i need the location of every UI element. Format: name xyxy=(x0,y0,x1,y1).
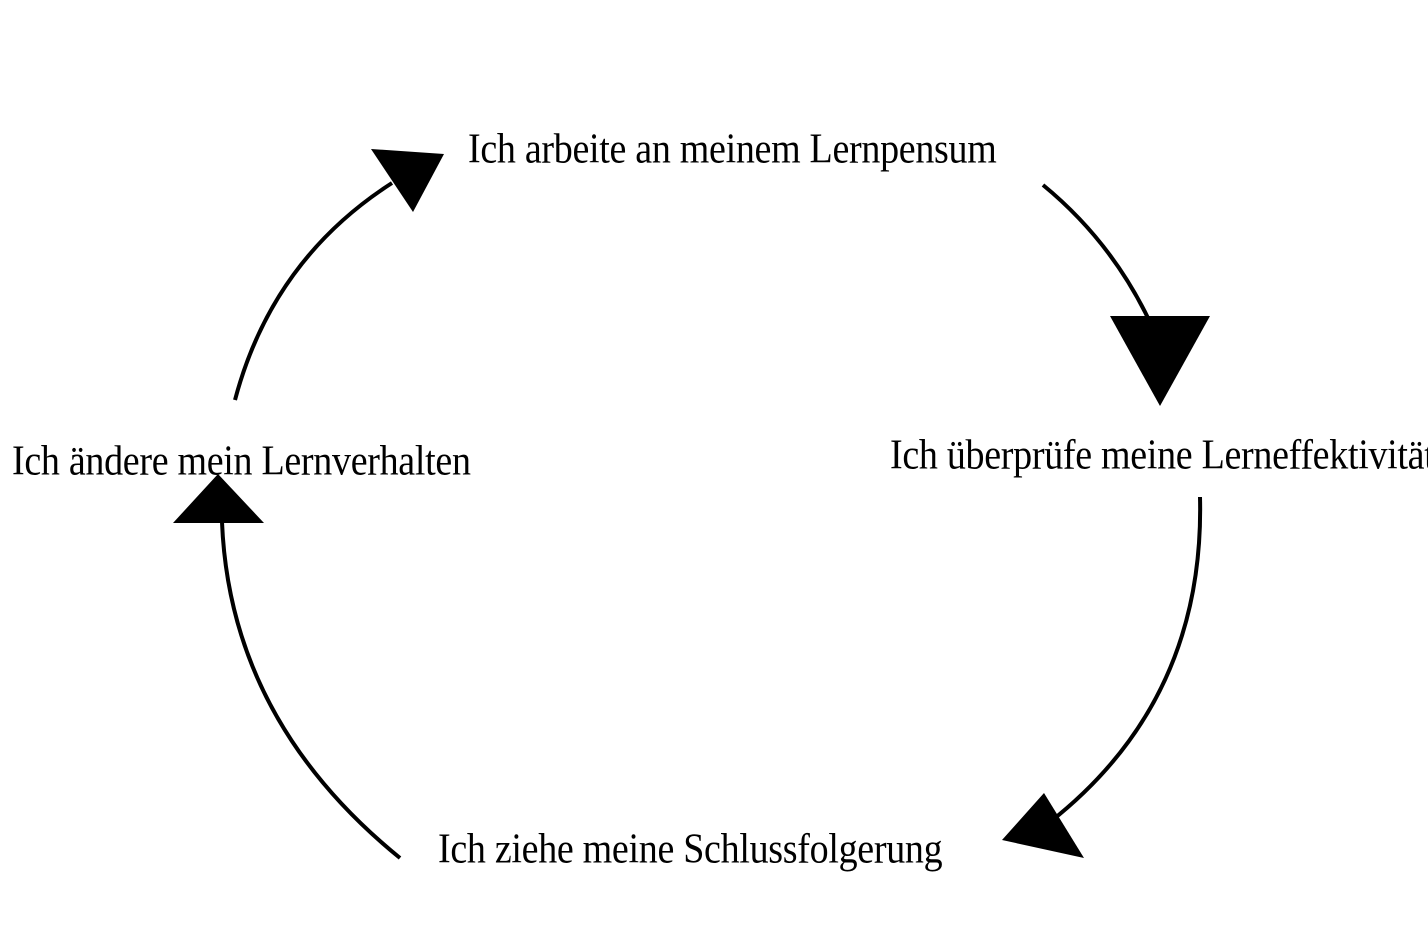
step-check-learning-effectiveness: Ich überprüfe meine Lerneffektivität xyxy=(890,431,1428,479)
step-change-learning-behavior: Ich ändere mein Lernverhalten xyxy=(12,437,471,485)
arrow-top-to-right-line xyxy=(1041,183,1150,319)
arrow-bottom-to-left-head xyxy=(173,474,264,523)
step-draw-conclusion: Ich ziehe meine Schlussfolgerung xyxy=(438,825,943,873)
arrow-left-to-top-head xyxy=(371,149,444,212)
step-work-on-learning-load: Ich arbeite an meinem Lernpensum xyxy=(468,125,997,173)
arrow-right-to-bottom-line xyxy=(1048,496,1203,824)
arrow-bottom-to-left-line xyxy=(220,521,402,860)
arrow-left-to-top-line xyxy=(233,181,394,401)
arrow-right-to-bottom-head xyxy=(1002,793,1084,858)
arrow-top-to-right-head xyxy=(1110,316,1210,406)
